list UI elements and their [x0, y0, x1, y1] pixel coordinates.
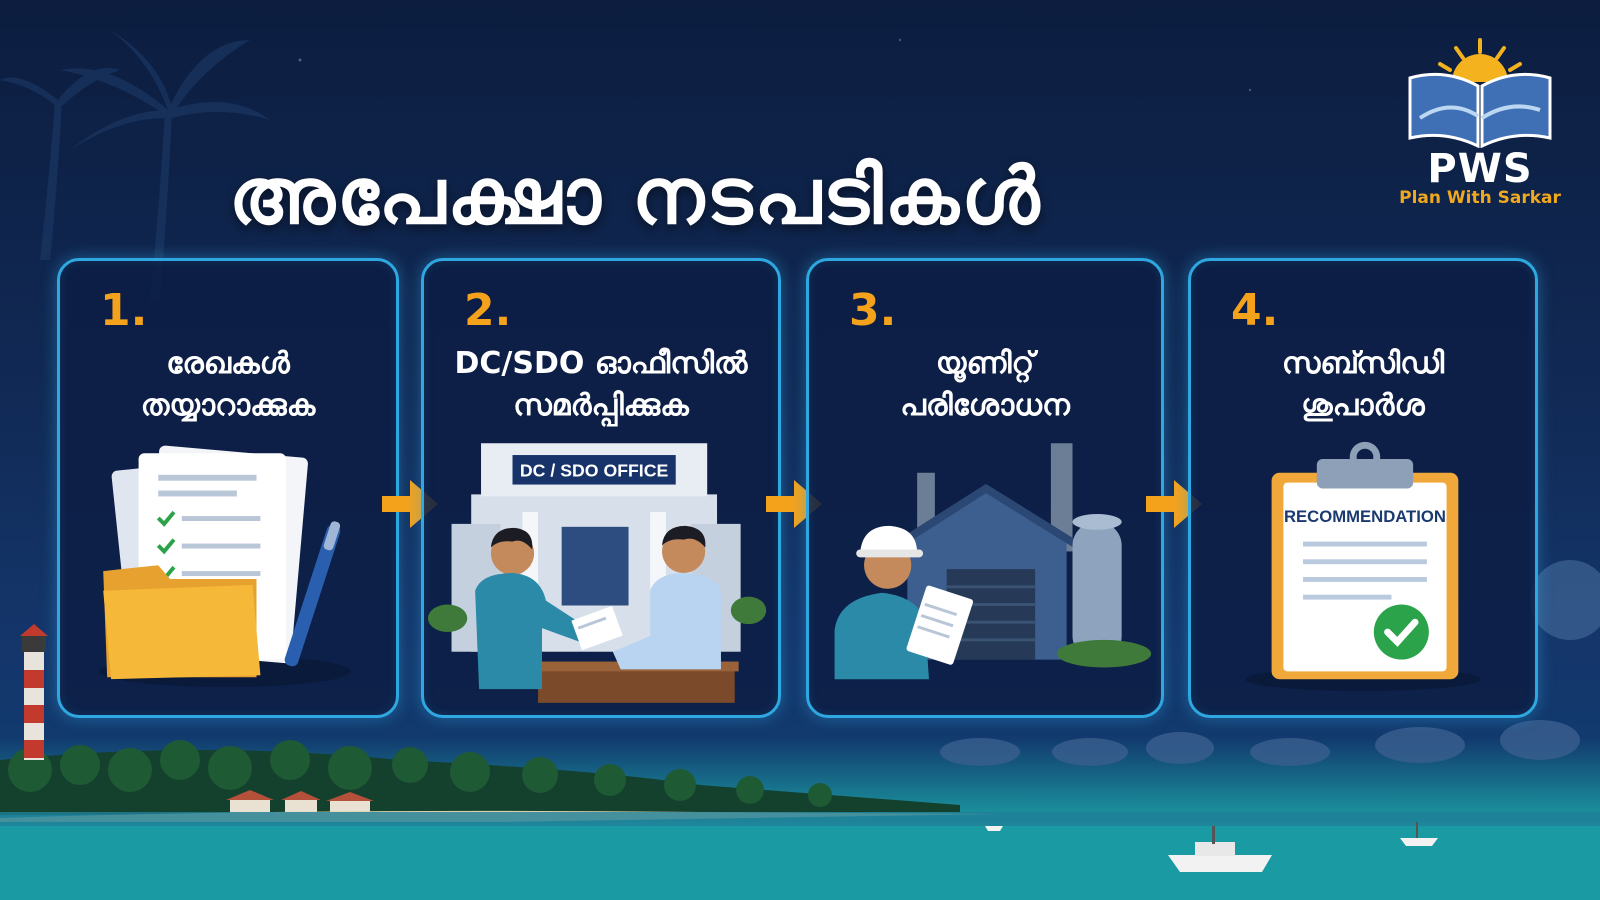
- office-handshake-icon: DC / SDO OFFICE: [427, 443, 767, 703]
- step-title: യൂണിറ്റ് പരിശോധന: [900, 346, 1070, 423]
- step-card-1: 1. രേഖകൾ തയ്യാറാക്കുക: [57, 258, 399, 718]
- step-title: സബ്സിഡി ശുപാർശ: [1281, 346, 1445, 423]
- book-sun-logo-icon: [1408, 38, 1552, 148]
- office-sign: DC / SDO OFFICE: [520, 461, 669, 481]
- logo-acronym: PWS: [1427, 146, 1533, 192]
- documents-folder-pen-icon: [99, 445, 351, 688]
- step-title: DC/SDO ഓഫീസിൽ സമർപ്പിക്കുക: [454, 346, 748, 423]
- step-card-4: 4. സബ്സിഡി ശുപാർശ RECOMMENDATION: [1188, 258, 1538, 718]
- logo-tagline: Plan With Sarkar: [1399, 188, 1561, 208]
- step-card-2: 2. DC/SDO ഓഫീസിൽ സമർപ്പിക്കുക DC / SDO O…: [421, 258, 781, 718]
- step-number: 1.: [100, 285, 148, 336]
- page-title: അപേക്ഷാ നടപടികൾ: [228, 152, 1042, 243]
- step-number: 4.: [1231, 285, 1279, 336]
- step-number: 2.: [464, 285, 512, 336]
- recommendation-label: RECOMMENDATION: [1284, 507, 1446, 526]
- step-title: രേഖകൾ തയ്യാറാക്കുക: [140, 346, 316, 423]
- step-card-3: 3. യൂണിറ്റ് പരിശോധന: [806, 258, 1164, 718]
- pws-logo: PWS Plan With Sarkar: [1399, 38, 1561, 208]
- recommendation-clipboard-icon: RECOMMENDATION: [1245, 441, 1481, 691]
- factory-inspector-icon: [834, 443, 1152, 680]
- step-number: 3.: [849, 285, 897, 336]
